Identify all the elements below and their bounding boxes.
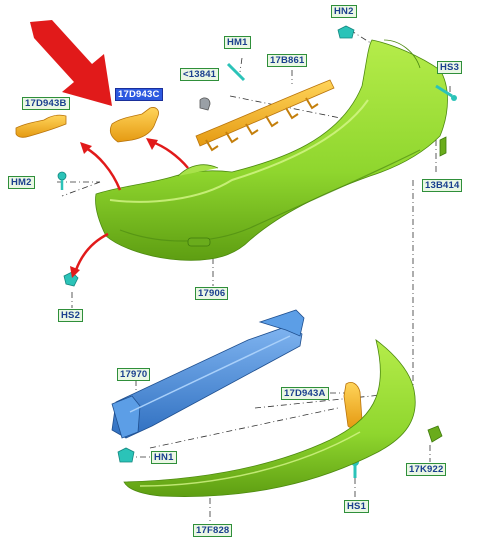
reinforcement-bracket-part[interactable] bbox=[195, 79, 335, 152]
part-label-hm2[interactable]: HM2 bbox=[8, 176, 35, 189]
screw-hs3-part[interactable] bbox=[435, 84, 457, 101]
impact-beam-part[interactable] bbox=[111, 309, 305, 439]
screw-hm1-part[interactable] bbox=[226, 62, 246, 82]
part-label-17970[interactable]: 17970 bbox=[117, 368, 151, 381]
part-label-17k922[interactable]: 17K922 bbox=[406, 463, 447, 476]
bracket-17d943b-part[interactable] bbox=[15, 114, 67, 138]
part-label-17b861[interactable]: 17B861 bbox=[267, 54, 308, 67]
part-label-13841[interactable]: <13841 bbox=[180, 68, 220, 81]
clip-hn1-part[interactable] bbox=[117, 447, 135, 463]
clip-hn2-part[interactable] bbox=[337, 25, 355, 39]
red-arrows bbox=[30, 20, 189, 278]
part-label-hs1[interactable]: HS1 bbox=[344, 500, 370, 513]
bumper-cover-part[interactable] bbox=[95, 39, 448, 261]
part-label-hs3[interactable]: HS3 bbox=[437, 61, 463, 74]
part-label-hm1[interactable]: HM1 bbox=[224, 36, 251, 49]
part-label-hn2[interactable]: HN2 bbox=[331, 5, 357, 18]
part-label-17906[interactable]: 17906 bbox=[195, 287, 229, 300]
part-label-17f828[interactable]: 17F828 bbox=[193, 524, 233, 537]
part-label-17d943b[interactable]: 17D943B bbox=[22, 97, 70, 110]
part-label-17d943c[interactable]: 17D943C bbox=[115, 88, 163, 101]
part-label-17d943a[interactable]: 17D943A bbox=[281, 387, 329, 400]
clip-13841-part[interactable] bbox=[199, 97, 211, 111]
bracket-17d943c-part[interactable] bbox=[110, 107, 159, 143]
part-label-hn1[interactable]: HN1 bbox=[151, 451, 177, 464]
leader-lines bbox=[57, 29, 451, 524]
bracket-17k922-part[interactable] bbox=[427, 425, 443, 443]
retainer-13b414-part[interactable] bbox=[439, 136, 447, 157]
screw-hs2-part[interactable] bbox=[63, 271, 79, 287]
lower-valance-part[interactable] bbox=[123, 339, 416, 497]
part-label-13b414[interactable]: 13B414 bbox=[422, 179, 463, 192]
part-label-hs2[interactable]: HS2 bbox=[58, 309, 84, 322]
screw-hm2-part[interactable] bbox=[57, 171, 67, 190]
